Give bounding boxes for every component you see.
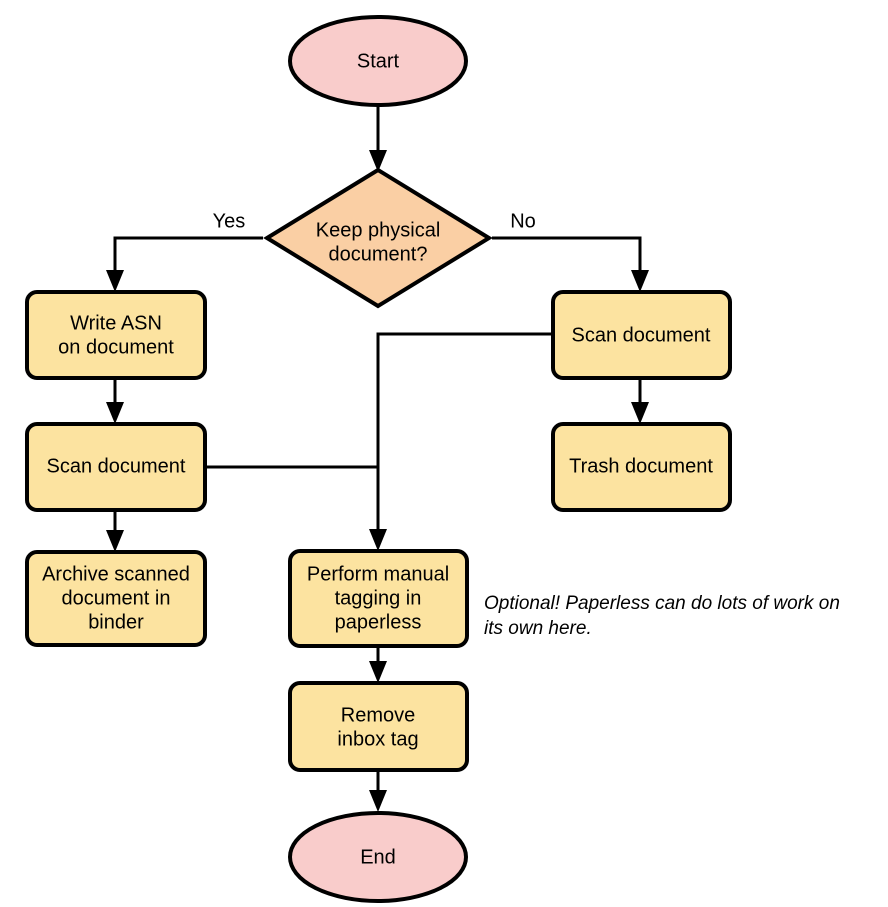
node-start[interactable]: Start (288, 15, 468, 107)
arrowhead-icon (106, 530, 124, 552)
arrowhead-icon (106, 402, 124, 424)
edge-remove-inbox-to-end (369, 770, 387, 812)
node-scan-document-left[interactable]: Scan document (25, 422, 207, 512)
edge-decision-no-to-scan-right (492, 236, 649, 292)
node-write-asn[interactable]: Write ASN on document (25, 290, 207, 380)
archive-box-shape[interactable] (25, 550, 207, 647)
arrowhead-icon (369, 790, 387, 812)
archive-label-line1: Archive scanned (42, 563, 190, 585)
decision-diamond-shape[interactable] (263, 167, 493, 309)
edge-label-no: No (510, 210, 536, 232)
decision-label-line2: document? (329, 243, 428, 265)
node-trash-document[interactable]: Trash document (551, 422, 732, 512)
node-scan-document-right[interactable]: Scan document (551, 290, 732, 380)
edge-line (376, 332, 553, 539)
arrowhead-icon (369, 661, 387, 683)
end-ellipse-shape[interactable] (288, 811, 468, 903)
scan-document-right-label: Scan document (572, 324, 711, 346)
edge-scan-right-to-tagging (369, 332, 553, 551)
write-asn-label-line2: on document (58, 336, 174, 358)
remove-inbox-box-shape[interactable] (288, 681, 469, 772)
edge-tagging-to-remove-inbox (369, 646, 387, 683)
node-archive-scanned-document[interactable]: Archive scanned document in binder (25, 550, 207, 647)
tagging-label-line3: paperless (335, 611, 422, 633)
node-perform-manual-tagging[interactable]: Perform manual tagging in paperless (288, 549, 469, 648)
edge-decision-yes-to-write-asn (106, 236, 263, 292)
start-ellipse-shape[interactable] (288, 15, 468, 107)
node-end[interactable]: End (288, 811, 468, 903)
decision-label-line1: Keep physical (316, 219, 441, 241)
edge-scan-right-to-trash (631, 378, 649, 424)
optional-note-line1: Optional! Paperless can do lots of work … (484, 593, 840, 614)
remove-inbox-label-line2: inbox tag (337, 728, 418, 750)
trash-document-label: Trash document (569, 455, 713, 477)
arrowhead-icon (106, 270, 124, 292)
edge-line (492, 236, 642, 280)
arrowhead-icon (631, 270, 649, 292)
node-decision-keep-physical-document[interactable]: Keep physical document? (263, 167, 493, 309)
scan-document-left-box-shape[interactable] (25, 422, 207, 512)
tagging-label-line1: Perform manual (307, 563, 449, 585)
remove-inbox-label-line1: Remove (341, 704, 415, 726)
archive-label-line3: binder (88, 611, 144, 633)
tagging-label-line2: tagging in (335, 587, 422, 609)
start-label: Start (357, 50, 400, 72)
arrowhead-icon (369, 529, 387, 551)
edge-write-asn-to-scan-left (106, 378, 124, 424)
arrowhead-icon (369, 150, 387, 172)
edge-scan-left-to-archive (106, 510, 124, 552)
tagging-box-shape[interactable] (288, 549, 469, 648)
archive-label-line2: document in (62, 587, 171, 609)
edge-start-to-decision (369, 105, 387, 172)
write-asn-box-shape[interactable] (25, 290, 207, 380)
node-remove-inbox-tag[interactable]: Remove inbox tag (288, 681, 469, 772)
write-asn-label-line1: Write ASN (70, 312, 162, 334)
trash-document-box-shape[interactable] (551, 422, 732, 512)
optional-note-line2: its own here. (484, 618, 592, 639)
arrowhead-icon (631, 402, 649, 424)
edge-label-yes: Yes (213, 210, 246, 232)
annotation-optional-note: Optional! Paperless can do lots of work … (484, 593, 840, 639)
end-label: End (360, 846, 396, 868)
edge-line (113, 236, 263, 280)
scan-document-right-box-shape[interactable] (551, 290, 732, 380)
scan-document-left-label: Scan document (47, 455, 186, 477)
